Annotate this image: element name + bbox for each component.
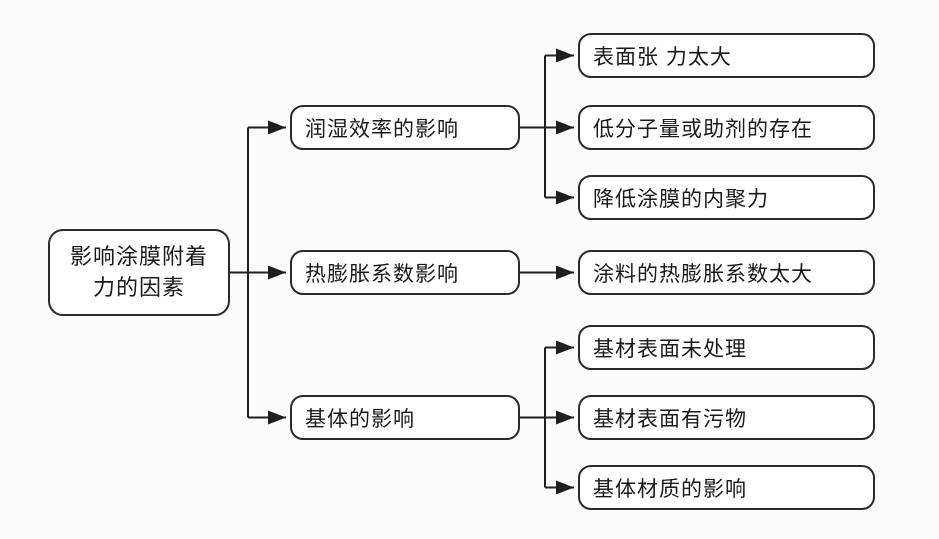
node-leaf-surface-tension: 表面张 力太大 [578,33,875,78]
node-branch-substrate: 基体的影响 [290,395,520,440]
node-leaf-coating-thermal-expansion: 涂料的热膨胀系数太大 [578,250,875,295]
node-root-adhesion-factors: 影响涂膜附着 力的因素 [48,229,230,316]
node-leaf-reduced-cohesion: 降低涂膜的内聚力 [578,175,875,220]
node-branch-wetting-efficiency: 润湿效率的影响 [290,105,520,150]
node-leaf-surface-untreated: 基材表面未处理 [578,325,875,370]
node-leaf-surface-contaminated: 基材表面有污物 [578,395,875,440]
node-branch-thermal-expansion: 热膨胀系数影响 [290,250,520,295]
node-leaf-substrate-material: 基体材质的影响 [578,465,875,510]
node-leaf-low-molecular-weight: 低分子量或助剂的存在 [578,105,875,150]
